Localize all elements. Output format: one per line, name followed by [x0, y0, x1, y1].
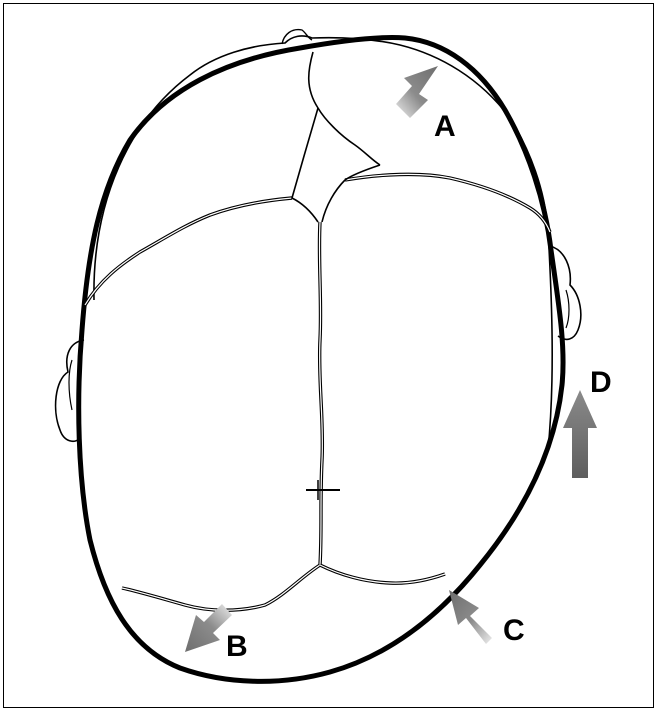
fontanelle-left	[292, 108, 318, 222]
lambdoid-suture-right	[320, 565, 445, 583]
coronal-suture-right	[345, 174, 550, 232]
coronal-suture-left	[85, 198, 292, 305]
right-ear-inner	[566, 290, 569, 328]
arrow-up-right-icon	[396, 66, 438, 118]
label-c: C	[503, 614, 525, 647]
arrow-down-left-icon	[185, 604, 232, 652]
left-ear-inner	[69, 360, 72, 410]
arrow-up-left-icon	[449, 590, 492, 644]
fontanelle-right	[322, 165, 380, 222]
arrow-up-icon	[563, 390, 597, 478]
label-d: D	[590, 366, 612, 399]
label-b: B	[226, 630, 248, 663]
label-a: A	[434, 110, 456, 143]
head-outline	[94, 36, 552, 450]
metopic-suture	[309, 52, 380, 165]
